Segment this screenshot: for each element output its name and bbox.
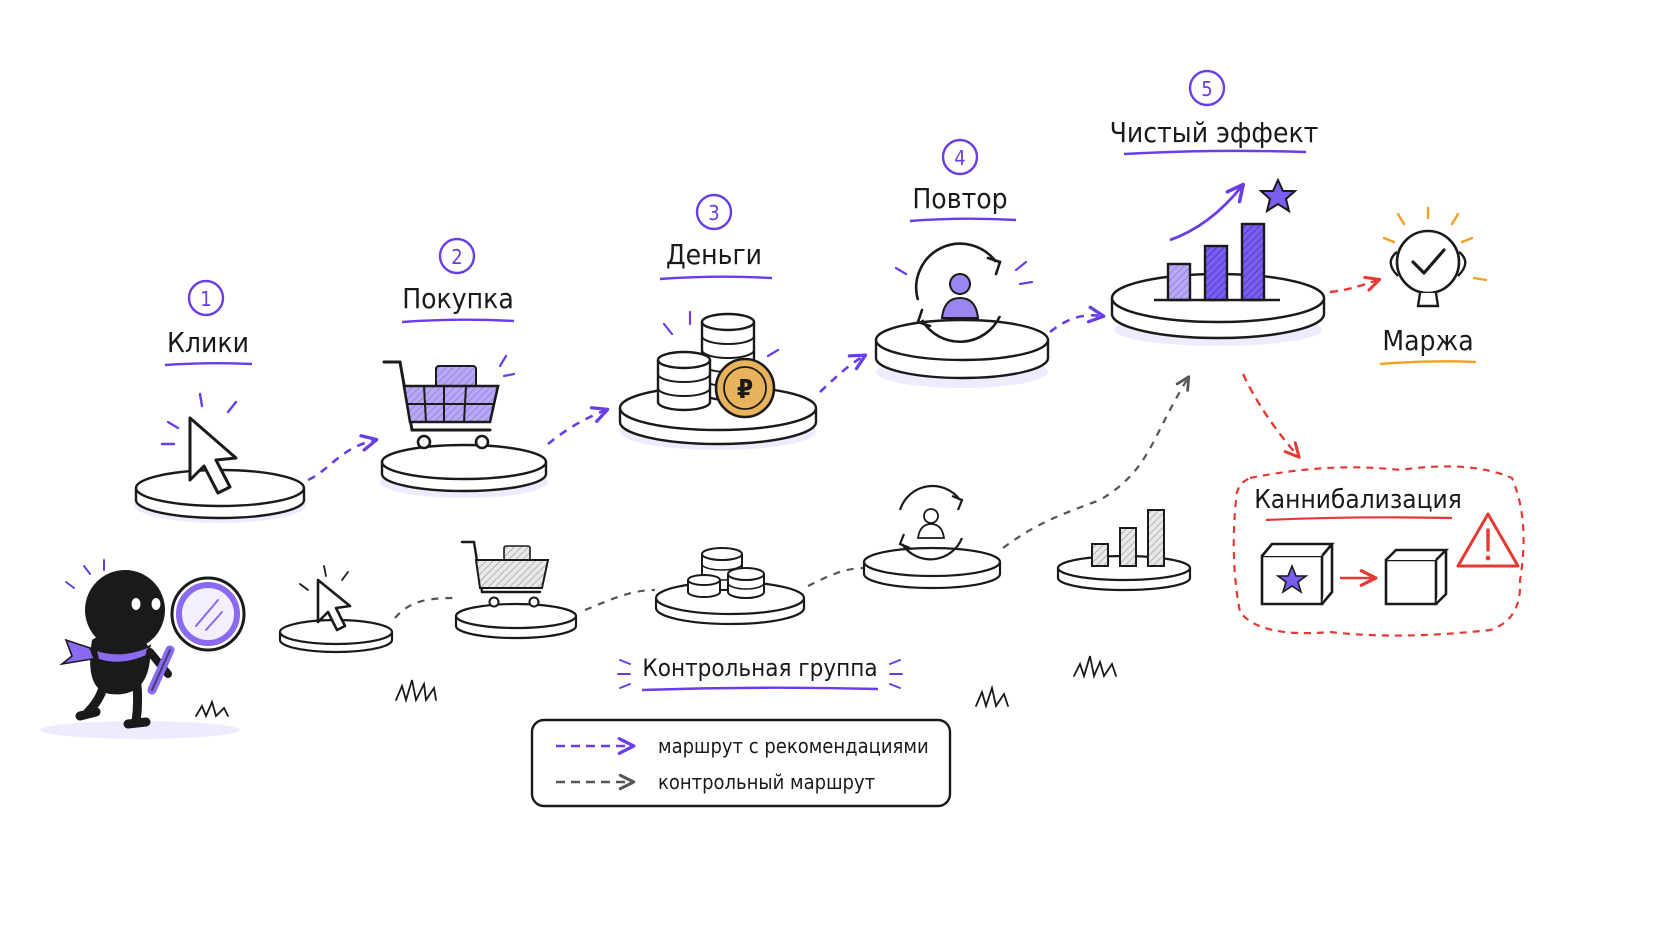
ruble-symbol: ₽ [737,375,753,405]
repeat-user-icon [898,484,964,561]
step-label: Покупка [402,282,514,315]
legend-label-control: контрольный маршрут [658,770,875,794]
step-number: 3 [708,201,719,225]
step-number: 5 [1201,77,1212,101]
trophy-check-icon [1382,206,1488,308]
product-box-star-icon [1260,542,1335,606]
step-number: 4 [954,146,965,170]
detective-character [40,559,246,739]
cart-icon [460,540,550,608]
step-label: Клики [167,326,249,359]
control-step-net-effect [1056,509,1192,592]
step-number: 1 [200,287,211,311]
legend: маршрут с рекомендациями контрольный мар… [530,718,952,808]
control-step-purchase [454,540,578,640]
control-group-caption: Контрольная группа [617,654,903,692]
step-label: Повтор [912,182,1007,215]
margin-node: Маржа [1379,206,1488,366]
margin-label: Маржа [1382,324,1473,357]
product-box-icon [1384,548,1450,606]
control-step-clicks [278,565,394,654]
coins-icon [687,547,765,599]
step-purchase: 2 Покупка [380,237,548,498]
cannibalization-box: Каннибализация [1232,465,1525,637]
bar-chart-icon [1154,182,1280,302]
grass-decoration [195,655,1117,719]
bar-chart-icon [1091,509,1165,567]
cursor-icon [160,392,238,495]
cannibalization-label: Каннибализация [1254,485,1462,515]
legend-item-recommended: маршрут с рекомендациями [556,734,929,758]
step-label: Чистый эффект [1110,116,1319,149]
control-step-repeat [862,484,1002,590]
step-number: 2 [451,245,462,269]
step-clicks: 1 Клики [134,279,306,523]
repeat-user-icon [894,242,1034,343]
step-money: 3 Деньги ₽ [618,193,818,450]
step-label: Деньги [666,238,762,271]
step-number-badge: 4 [941,138,979,176]
step-repeat: 4 Повтор [874,138,1050,388]
cursor-icon [316,578,352,632]
step-number-badge: 5 [1188,69,1226,107]
control-group-label: Контрольная группа [642,654,877,682]
step-net-effect: 5 Чистый эффект [1110,69,1326,346]
star-icon [1258,177,1298,214]
coins-icon: ₽ [656,310,780,419]
cart-icon [382,354,516,450]
arrow-to-margin [1329,275,1382,294]
warning-icon [1456,512,1520,568]
step-number-badge: 1 [187,279,225,317]
legend-label-recommended: маршрут с рекомендациями [658,734,929,758]
platform [874,318,1050,388]
platform [380,443,548,498]
recommendation-route [307,305,1106,482]
step-number-badge: 3 [695,193,733,231]
scarf [59,638,152,666]
magnifier-icon [147,576,246,695]
step-number-badge: 2 [438,237,476,275]
control-step-money [654,547,806,626]
legend-item-control: контрольный маршрут [556,770,875,794]
control-route [394,375,1191,619]
arrow-to-cannibalization [1241,373,1301,459]
